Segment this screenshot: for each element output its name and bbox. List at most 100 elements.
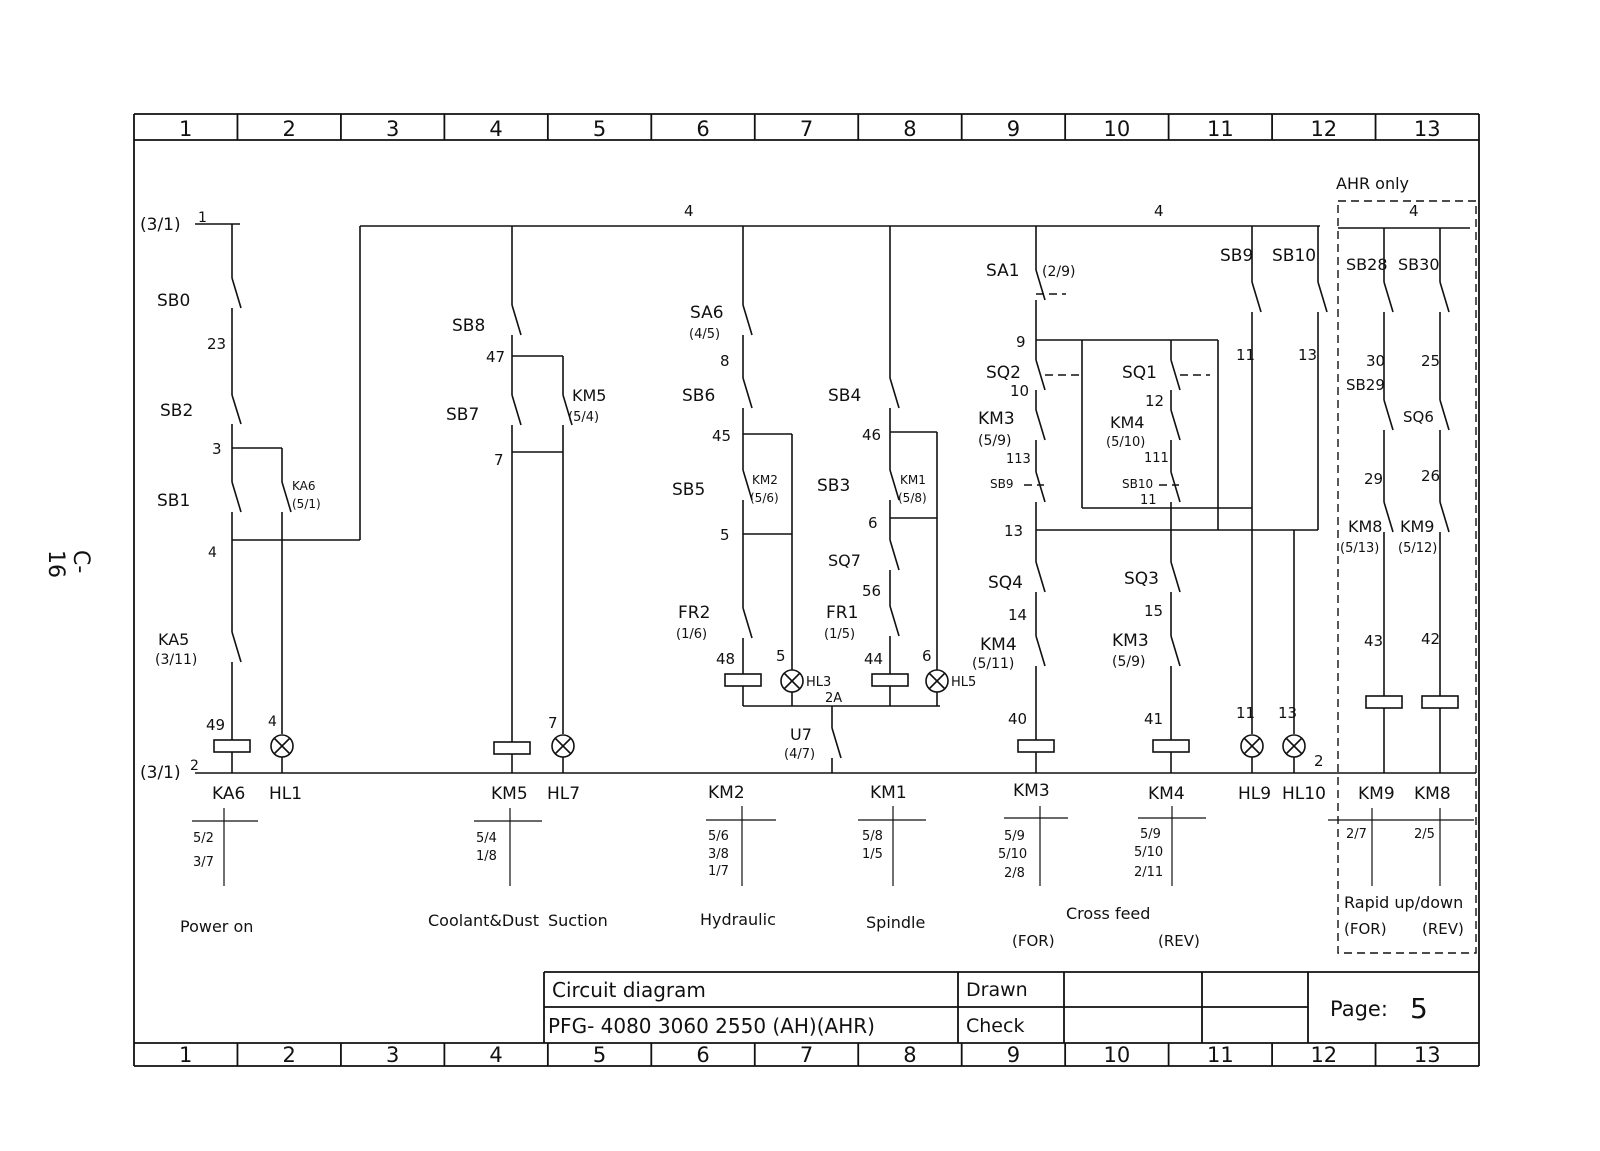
km9-coil-label: KM9 [1358, 784, 1395, 804]
svg-text:SA1: SA1 [986, 261, 1020, 281]
svg-text:9: 9 [1016, 333, 1026, 351]
svg-text:SB29: SB29 [1346, 376, 1385, 394]
svg-text:(5/11): (5/11) [972, 656, 1014, 672]
svg-text:(1/5): (1/5) [824, 627, 855, 642]
column-top-2: 2 [283, 117, 296, 141]
spindle-section: Spindle [866, 913, 925, 932]
coolant-circuit: SB8 47 SB7 7 KM5 (5/4) 7 KM5 HL7 5/4 1/8… [428, 226, 608, 930]
svg-text:KM9: KM9 [1400, 517, 1434, 536]
svg-text:41: 41 [1144, 710, 1163, 728]
svg-text:SB0: SB0 [157, 291, 190, 311]
svg-text:(FOR): (FOR) [1012, 932, 1055, 950]
page-label-text: Page: [1330, 997, 1388, 1021]
svg-text:KA5: KA5 [158, 630, 189, 649]
svg-text:26: 26 [1421, 467, 1440, 485]
column-bottom-8: 8 [903, 1043, 916, 1067]
svg-text:49: 49 [206, 716, 225, 734]
svg-text:(5/12): (5/12) [1398, 541, 1437, 556]
svg-text:3/7: 3/7 [193, 855, 214, 870]
column-bottom-9: 9 [1007, 1043, 1020, 1067]
svg-text:(5/9): (5/9) [978, 433, 1011, 449]
svg-text:KM5: KM5 [572, 386, 606, 405]
cross-feed-section: Cross feed [1066, 904, 1150, 923]
column-top-3: 3 [386, 117, 399, 141]
svg-text:SQ4: SQ4 [988, 573, 1023, 593]
column-top-5: 5 [593, 117, 606, 141]
column-bottom-13: 13 [1414, 1043, 1441, 1067]
svg-text:SB4: SB4 [828, 386, 861, 406]
svg-text:KM3: KM3 [1112, 631, 1149, 651]
svg-text:7: 7 [548, 714, 558, 732]
svg-text:2/7: 2/7 [1346, 827, 1367, 842]
svg-text:KM2: KM2 [752, 473, 778, 487]
column-top-1: 1 [179, 117, 192, 141]
column-top-4: 4 [489, 117, 502, 141]
svg-text:2/11: 2/11 [1134, 865, 1163, 880]
svg-text:4: 4 [208, 545, 217, 561]
u7-contact: U7 (4/7) 2A [784, 691, 842, 773]
svg-text:3: 3 [212, 440, 222, 458]
hydraulic-circuit: SA6 (4/5) 8 SB6 45 SB5 KM2 (5/6) 5 FR2 (… [672, 226, 940, 929]
svg-text:SB6: SB6 [682, 386, 715, 406]
svg-text:SB10: SB10 [1122, 477, 1153, 491]
svg-text:SB30: SB30 [1398, 255, 1440, 274]
top-wire: 1 [198, 210, 207, 226]
svg-text:(5/1): (5/1) [292, 497, 321, 511]
svg-text:SQ3: SQ3 [1124, 569, 1159, 589]
power-on-section: Power on [180, 917, 253, 936]
svg-text:8: 8 [720, 352, 730, 370]
svg-text:113: 113 [1006, 452, 1031, 467]
svg-text:Coolant&Dust: Coolant&Dust [428, 911, 539, 930]
svg-text:10: 10 [1010, 382, 1029, 400]
bus-label-a: 4 [684, 202, 694, 220]
svg-text:11: 11 [1140, 493, 1157, 508]
svg-text:40: 40 [1008, 710, 1027, 728]
svg-text:SQ1: SQ1 [1122, 363, 1157, 383]
svg-text:KA6: KA6 [292, 479, 316, 493]
km3-coil-label: KM3 [1013, 781, 1050, 801]
column-top-6: 6 [696, 117, 709, 141]
page-number: 5 [1410, 992, 1428, 1025]
svg-text:42: 42 [1421, 630, 1440, 648]
hydraulic-section: Hydraulic [700, 910, 776, 929]
hl1-lamp-label: HL1 [269, 784, 302, 804]
svg-text:5/4: 5/4 [476, 831, 497, 846]
svg-text:(5/4): (5/4) [568, 410, 599, 425]
column-bottom-2: 2 [283, 1043, 296, 1067]
svg-text:(FOR): (FOR) [1344, 920, 1387, 938]
svg-text:4: 4 [1409, 202, 1419, 220]
svg-text:KM8: KM8 [1348, 517, 1382, 536]
svg-text:HL3: HL3 [806, 675, 831, 690]
svg-text:(REV): (REV) [1158, 932, 1200, 950]
km4-coil-label: KM4 [1148, 784, 1185, 804]
svg-text:48: 48 [716, 650, 735, 668]
svg-text:5/2: 5/2 [193, 831, 214, 846]
km8-coil-label: KM8 [1414, 784, 1451, 804]
column-top-9: 9 [1007, 117, 1020, 141]
svg-text:5/10: 5/10 [1134, 845, 1163, 860]
ka6-coil-label: KA6 [212, 784, 245, 804]
svg-text:FR1: FR1 [826, 603, 858, 623]
svg-text:(4/7): (4/7) [784, 747, 815, 762]
svg-text:25: 25 [1421, 352, 1440, 370]
svg-text:SB3: SB3 [817, 476, 850, 496]
top-ref: (3/1) [140, 215, 181, 235]
svg-text:SQ2: SQ2 [986, 363, 1021, 383]
svg-text:5: 5 [720, 526, 730, 544]
svg-text:(2/9): (2/9) [1042, 264, 1075, 280]
svg-text:5/10: 5/10 [998, 847, 1027, 862]
svg-text:KM4: KM4 [980, 635, 1017, 655]
column-top-8: 8 [903, 117, 916, 141]
hl9-lamp-label: HL9 [1238, 784, 1271, 804]
column-top-10: 10 [1104, 117, 1131, 141]
title-block: Circuit diagram PFG- 4080 3060 2550 (AH)… [543, 971, 1479, 1043]
svg-text:1/8: 1/8 [476, 849, 497, 864]
power-on-circuit: SB0 23 SB2 3 SB1 4 KA6 (5/1) KA5 (3/11) … [155, 224, 361, 936]
svg-text:13: 13 [1298, 346, 1317, 364]
svg-text:15: 15 [1144, 602, 1163, 620]
svg-text:3/8: 3/8 [708, 847, 729, 862]
svg-text:KM1: KM1 [900, 473, 926, 487]
svg-text:(4/5): (4/5) [689, 327, 720, 342]
svg-text:HL5: HL5 [951, 675, 976, 690]
